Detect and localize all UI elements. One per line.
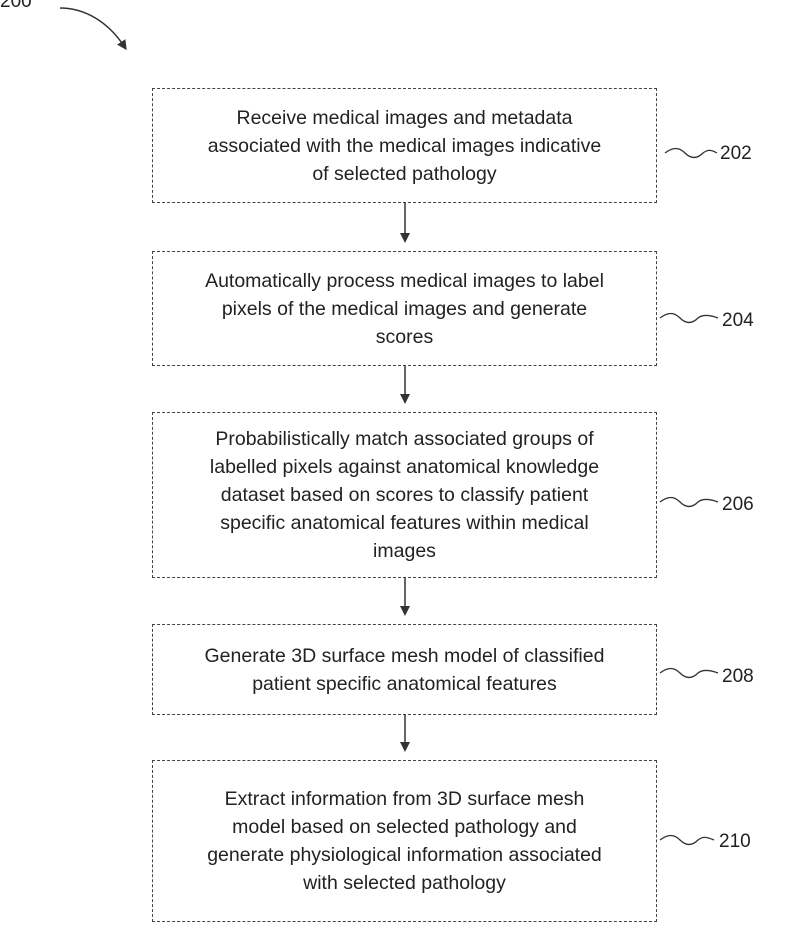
step-text: Generate 3D surface mesh model of classi…	[197, 642, 613, 698]
ref-label-202: 202	[720, 143, 752, 165]
ref-label-204: 204	[722, 310, 754, 332]
step-text: Receive medical images and metadataassoc…	[200, 104, 609, 188]
ref-label-206: 206	[722, 494, 754, 516]
ref-label-208: 208	[722, 666, 754, 688]
step-box-receive-images: Receive medical images and metadataassoc…	[152, 88, 657, 203]
ref-leader-208	[660, 669, 718, 678]
ref-label-210: 210	[719, 831, 751, 853]
step-box-extract-information: Extract information from 3D surface mesh…	[152, 760, 657, 922]
figure-label: 200	[0, 0, 32, 13]
step-text: Probabilistically match associated group…	[202, 425, 607, 565]
ref-leader-210	[660, 836, 714, 845]
step-box-generate-mesh: Generate 3D surface mesh model of classi…	[152, 624, 657, 715]
step-text: Automatically process medical images to …	[197, 267, 612, 351]
step-box-match-features: Probabilistically match associated group…	[152, 412, 657, 578]
ref-leader-206	[660, 498, 718, 507]
figure-pointer-arrow	[60, 8, 124, 46]
ref-leader-204	[660, 314, 718, 323]
ref-leader-202	[665, 149, 717, 158]
step-box-process-images: Automatically process medical images to …	[152, 251, 657, 366]
step-text: Extract information from 3D surface mesh…	[199, 785, 610, 897]
